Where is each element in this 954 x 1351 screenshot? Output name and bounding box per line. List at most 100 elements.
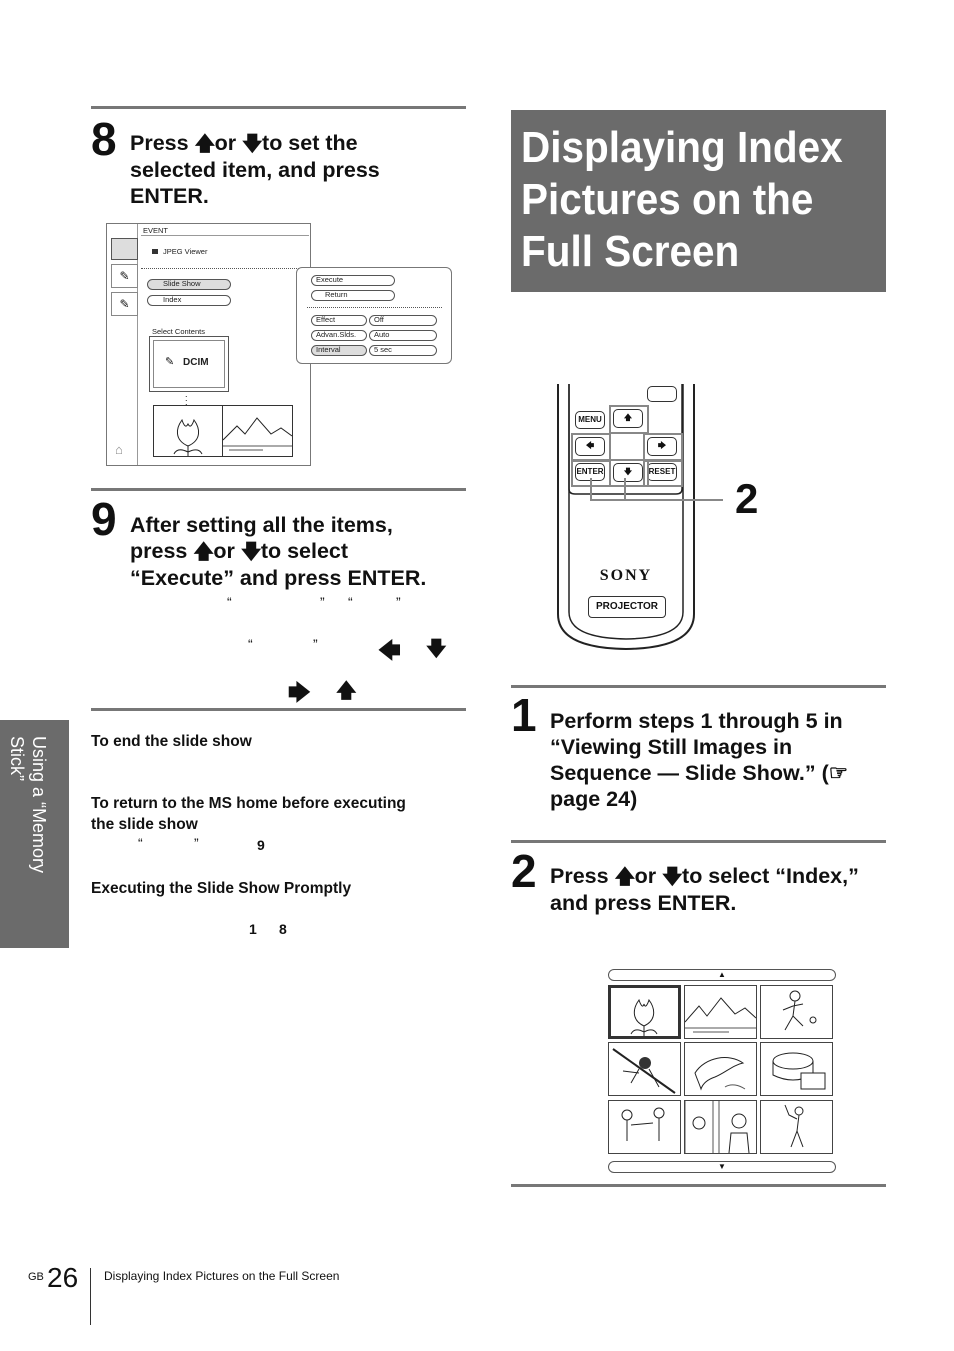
vertical-ellipsis-icon: ...	[185, 389, 188, 407]
step2-line2: and press ENTER.	[550, 891, 737, 915]
index-cell-boxing[interactable]	[608, 1100, 681, 1154]
highlight-reset	[643, 459, 683, 487]
effect-value-box[interactable]	[369, 315, 437, 326]
interval-row[interactable]	[311, 345, 367, 356]
quote-open-3: “	[248, 636, 253, 652]
down-button[interactable]: 🡇	[613, 463, 643, 482]
step2-rule	[511, 840, 886, 843]
reset-button[interactable]: RESET	[647, 463, 677, 481]
execute-label: Execute	[316, 275, 344, 284]
footer-page-number: 26	[47, 1262, 79, 1293]
effect-value: Off	[374, 315, 384, 324]
footer-gb: GB	[28, 1271, 44, 1283]
index-cell-soccer[interactable]	[760, 985, 833, 1039]
thumbnail-tulip	[154, 406, 223, 456]
step9-text: After setting all the items, press 🡅 or …	[130, 512, 426, 591]
top-button[interactable]	[647, 386, 677, 402]
index-scroll-down[interactable]: ▼	[608, 1161, 836, 1173]
down-arrow-icon: 🡇	[426, 638, 447, 660]
return-ms-heading-line1: To return to the MS home before executin…	[91, 795, 406, 812]
step1-number: 1	[511, 689, 537, 741]
interval-value-box[interactable]	[369, 345, 437, 356]
quote-close-2: ”	[396, 594, 401, 610]
right-button[interactable]: 🡆	[647, 437, 677, 456]
projector-tab-icon	[111, 238, 138, 260]
up-arrow-icon: 🡅	[194, 133, 216, 155]
return-label: Return	[325, 290, 348, 299]
interval-value: 5 sec	[374, 345, 392, 354]
step8-rule	[91, 106, 466, 109]
advan-label: Advan.Slds.	[316, 330, 357, 339]
up-arrow-icon: 🡅	[336, 680, 357, 702]
index-cell-people[interactable]	[684, 1100, 757, 1154]
menu-icon-column	[107, 224, 138, 465]
effect-label: Effect	[316, 315, 336, 324]
step8-line2: selected item, and press	[130, 158, 380, 182]
footer-title: Displaying Index Pictures on the Full Sc…	[104, 1269, 340, 1283]
step1-line4: page 24)	[550, 787, 638, 811]
quote-open-2: “	[348, 594, 353, 610]
step9-press: press	[130, 539, 188, 563]
highlight-up	[609, 405, 649, 434]
step1-line1: Perform steps 1 through 5 in	[550, 709, 843, 733]
select-contents-label: Select Contents	[152, 327, 205, 336]
step8-press: Press	[130, 131, 189, 155]
thumbnail-strip	[153, 405, 293, 457]
step2-number: 2	[511, 845, 537, 897]
executing-heading: Executing the Slide Show Promptly	[91, 880, 352, 897]
stick-tab-icon: ✎	[111, 292, 138, 316]
subhead-rule	[91, 708, 466, 711]
title-line2: Pictures on the	[521, 175, 814, 224]
index-cell-cake[interactable]	[760, 1042, 833, 1096]
step2-tail: to select “Index,”	[682, 864, 859, 888]
select-contents-box	[149, 336, 229, 392]
slide-show-option[interactable]	[147, 279, 231, 290]
step1-text: Perform steps 1 through 5 in “Viewing St…	[550, 708, 848, 812]
end-slide-show-heading: To end the slide show	[91, 733, 252, 750]
title-line3: Full Screen	[521, 227, 740, 276]
projector-label: PROJECTOR	[588, 596, 666, 618]
step8-text: Press 🡅 or 🡇 to set the selected item, a…	[130, 130, 380, 209]
folder-icon	[153, 340, 225, 388]
dotted-divider	[141, 268, 309, 269]
advan-value-box[interactable]	[369, 330, 437, 341]
index-cell-golf[interactable]	[760, 1100, 833, 1154]
quote-open-1: “	[227, 594, 232, 610]
index-label: Index	[163, 295, 182, 304]
effect-row[interactable]	[311, 315, 367, 326]
step9-number: 9	[91, 493, 117, 545]
quote-close-4: ”	[194, 835, 199, 851]
title-line1: Displaying Index	[521, 123, 843, 172]
menu-screen: ✎ ✎ ⌂ EVENT JPEG Viewer Slide Show Index…	[106, 223, 311, 466]
left-button[interactable]: 🡄	[575, 437, 605, 456]
step-ref-9: 9	[257, 837, 265, 853]
advan-row[interactable]	[311, 330, 367, 341]
step-ref-8: 8	[279, 921, 287, 937]
index-option[interactable]	[147, 295, 231, 306]
index-cell-dolphin[interactable]	[684, 1042, 757, 1096]
callout-lines	[590, 478, 723, 501]
step9-or: or	[213, 539, 235, 563]
up-button[interactable]: 🡅	[613, 409, 643, 428]
return-button[interactable]	[311, 290, 395, 301]
down-arrow-icon: 🡇	[662, 866, 683, 888]
execute-button[interactable]	[311, 275, 395, 286]
step-ref-1: 1	[249, 921, 257, 937]
index-scroll-up[interactable]: ▲	[608, 969, 836, 981]
down-arrow-icon: 🡇	[242, 133, 263, 155]
up-arrow-icon: 🡅	[614, 866, 636, 888]
step9-line1: After setting all the items,	[130, 513, 393, 537]
left-arrow-icon: 🡄	[378, 638, 401, 663]
menu-button[interactable]: MENU	[575, 411, 605, 429]
index-cell-mountains[interactable]	[684, 985, 757, 1039]
quote-close-3: ”	[313, 636, 318, 652]
index-cell-football[interactable]	[608, 1042, 681, 1096]
title-banner: Displaying Index Pictures on the Full Sc…	[511, 110, 886, 292]
down-arrow-icon: 🡇	[240, 541, 262, 563]
index-cell-tulip[interactable]	[608, 985, 681, 1039]
settings-tab-icon: ✎	[111, 264, 138, 288]
highlight-down	[609, 459, 649, 487]
step1-line2: “Viewing Still Images in	[550, 735, 793, 759]
